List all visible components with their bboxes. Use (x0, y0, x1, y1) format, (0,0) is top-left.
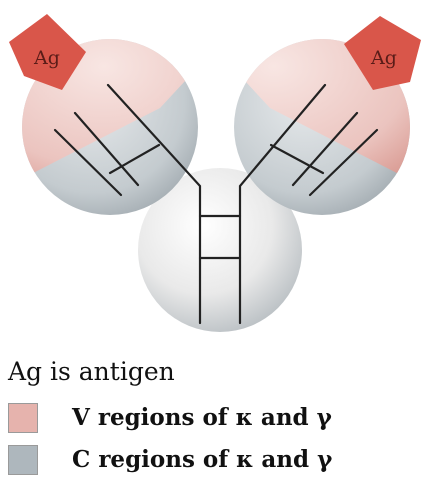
v-region-swatch (8, 403, 38, 433)
legend-title: Ag is antigen (8, 357, 175, 386)
legend-item-v-regions: V regions of κ and γ (8, 403, 418, 437)
c-region-swatch (8, 445, 38, 475)
legend-label-v-regions: V regions of κ and γ (72, 404, 332, 431)
legend-item-c-regions: C regions of κ and γ (8, 445, 418, 479)
antigen-label-right: Ag (370, 47, 397, 69)
legend-label-c-regions: C regions of κ and γ (72, 446, 332, 473)
antigen-label-left: Ag (33, 47, 60, 69)
